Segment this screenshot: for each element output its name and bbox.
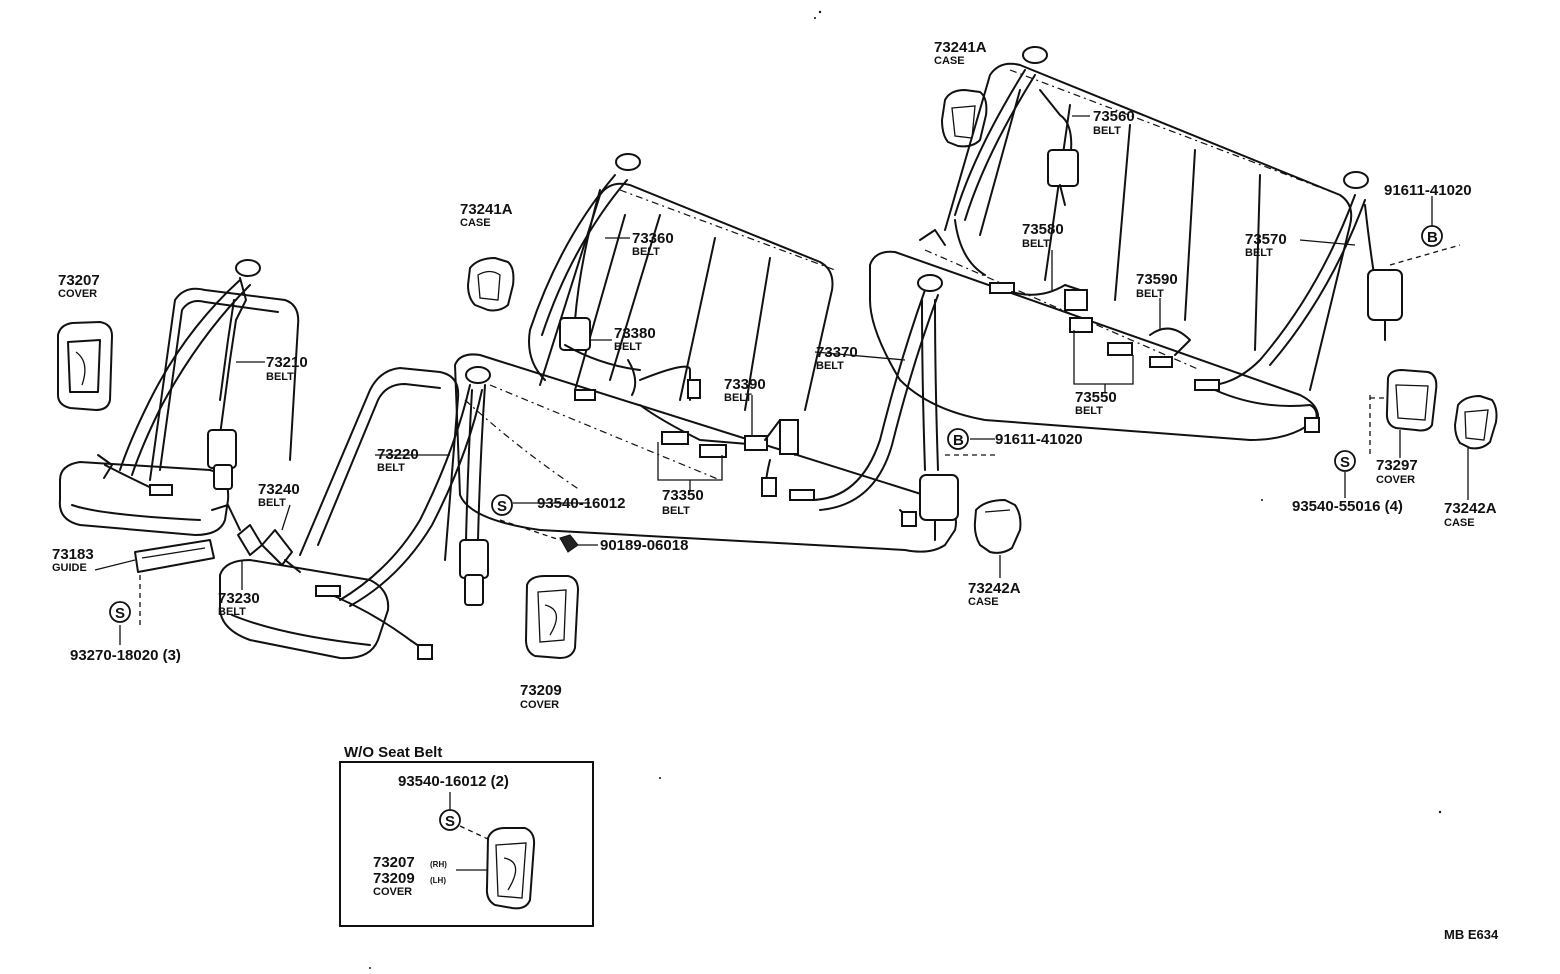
label-73183-desc: GUIDE bbox=[52, 562, 87, 574]
label-73240-desc: BELT bbox=[258, 497, 286, 509]
guide-73183-drawing bbox=[134, 539, 215, 573]
label-73210: 73210 bbox=[266, 354, 308, 371]
label-73210-desc: BELT bbox=[266, 371, 294, 383]
label-73242A-mid-desc: CASE bbox=[968, 596, 999, 608]
label-73370-desc: BELT bbox=[816, 360, 844, 372]
cover-73297-drawing bbox=[1385, 369, 1438, 432]
label-73580: 73580 bbox=[1022, 221, 1064, 238]
label-73209: 73209 bbox=[520, 682, 562, 699]
inset-frame bbox=[339, 761, 594, 927]
screw-symbol: S bbox=[115, 605, 125, 622]
label-73550: 73550 bbox=[1075, 389, 1117, 406]
label-93270-18020: 93270-18020 (3) bbox=[70, 647, 181, 664]
inset-cover-drawing bbox=[485, 827, 536, 910]
inset-without-seat-belt: W/O Seat Belt 93540-16012 (2) S 73207 (R… bbox=[339, 744, 594, 927]
screw-symbol: S bbox=[1340, 454, 1350, 471]
label-73380: 73380 bbox=[614, 325, 656, 342]
middle-bench-seat-drawing bbox=[454, 153, 959, 553]
inset-part-lh-suffix: (LH) bbox=[430, 876, 446, 885]
label-93540-16012: 93540-16012 bbox=[537, 495, 625, 512]
inset-screw-badge: S bbox=[439, 809, 461, 831]
bolt-badge-91611-right: B bbox=[1421, 225, 1443, 247]
label-73241A-left: 73241A bbox=[460, 201, 513, 218]
label-73590-desc: BELT bbox=[1136, 288, 1164, 300]
label-73390: 73390 bbox=[724, 376, 766, 393]
inset-part-lh: 73209 bbox=[373, 870, 415, 887]
label-73241A-left-desc: CASE bbox=[460, 217, 491, 229]
label-73242A-mid: 73242A bbox=[968, 580, 1021, 597]
inset-part-rh-suffix: (RH) bbox=[430, 860, 447, 869]
inset-part-rh: 73207 bbox=[373, 854, 415, 871]
screw-badge-93540-55016: S bbox=[1334, 450, 1356, 472]
label-73560-desc: BELT bbox=[1093, 125, 1121, 137]
label-73550-desc: BELT bbox=[1075, 405, 1103, 417]
diagram-code: MB E634 bbox=[1444, 927, 1499, 942]
label-73380-desc: BELT bbox=[614, 341, 642, 353]
label-91611-41020-mid: 91611-41020 bbox=[995, 431, 1083, 448]
screw-symbol: S bbox=[445, 813, 455, 830]
label-73242A-right-desc: CASE bbox=[1444, 517, 1475, 529]
label-73297: 73297 bbox=[1376, 457, 1418, 474]
case-73241A-right-drawing bbox=[941, 89, 988, 148]
case-73241A-left-drawing bbox=[467, 257, 515, 312]
label-73183: 73183 bbox=[52, 546, 94, 563]
label-73220-desc: BELT bbox=[377, 462, 405, 474]
label-73230: 73230 bbox=[218, 590, 260, 607]
label-90189-06018: 90189-06018 bbox=[600, 537, 688, 554]
bolt-badge-91611-mid: B bbox=[947, 428, 969, 450]
label-73230-desc: BELT bbox=[218, 606, 246, 618]
cover-73209-drawing bbox=[525, 575, 579, 659]
label-73297-desc: COVER bbox=[1376, 474, 1415, 486]
label-73360-desc: BELT bbox=[632, 246, 660, 258]
inset-screw-part: 93540-16012 (2) bbox=[398, 773, 509, 790]
label-73570-desc: BELT bbox=[1245, 247, 1273, 259]
label-73390-desc: BELT bbox=[724, 392, 752, 404]
case-73242A-mid-drawing bbox=[973, 499, 1022, 554]
label-73580-desc: BELT bbox=[1022, 238, 1050, 250]
leader-lines bbox=[94, 115, 1469, 645]
bolt-symbol: B bbox=[953, 432, 964, 449]
label-73350-desc: BELT bbox=[662, 505, 690, 517]
screw-symbol: S bbox=[497, 498, 507, 515]
case-73242A-right-drawing bbox=[1454, 395, 1498, 450]
front-right-seat-drawing bbox=[211, 366, 491, 660]
front-left-seat-drawing bbox=[58, 259, 300, 536]
label-73241A-right-desc: CASE bbox=[934, 55, 965, 67]
label-91611-41020-right: 91611-41020 bbox=[1384, 182, 1472, 199]
screw-badge-93540-16012: S bbox=[491, 494, 513, 516]
label-73570: 73570 bbox=[1245, 231, 1287, 248]
label-73207-desc: COVER bbox=[58, 288, 97, 300]
label-73360: 73360 bbox=[632, 230, 674, 247]
label-73370: 73370 bbox=[816, 344, 858, 361]
label-73209-desc: COVER bbox=[520, 699, 559, 711]
part-labels: 73241A CASE 73241A CASE 73207 COVER 7321… bbox=[52, 39, 1497, 711]
label-73242A-right: 73242A bbox=[1444, 500, 1497, 517]
bolt-symbol: B bbox=[1427, 229, 1438, 246]
label-73350: 73350 bbox=[662, 487, 704, 504]
nut-90189-drawing bbox=[559, 534, 579, 553]
inset-part-desc: COVER bbox=[373, 886, 412, 898]
label-73207: 73207 bbox=[58, 272, 100, 289]
label-73241A-right: 73241A bbox=[934, 39, 987, 56]
label-73590: 73590 bbox=[1136, 271, 1178, 288]
rear-bench-seat-drawing bbox=[869, 46, 1403, 441]
scan-specks bbox=[369, 10, 1442, 969]
label-73220: 73220 bbox=[377, 446, 419, 463]
label-73240: 73240 bbox=[258, 481, 300, 498]
label-73560: 73560 bbox=[1093, 108, 1135, 125]
label-93540-55016: 93540-55016 (4) bbox=[1292, 498, 1403, 515]
cover-73207-drawing bbox=[57, 321, 113, 411]
screw-badge-93270: S bbox=[109, 601, 131, 623]
inset-title: W/O Seat Belt bbox=[344, 744, 442, 761]
